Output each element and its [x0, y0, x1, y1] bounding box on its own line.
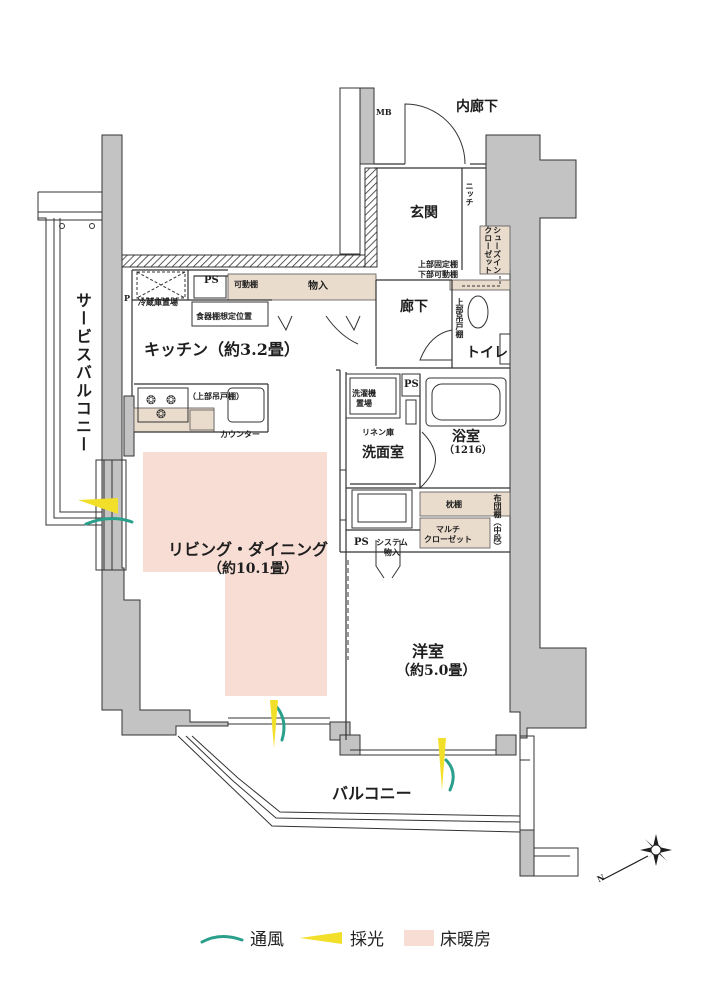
multi-closet-label: マルチ クローゼット: [424, 524, 472, 545]
svg-text:❂: ❂: [146, 393, 156, 407]
shoes-closet-fill: [479, 225, 511, 275]
washer-label: 洗濯機 置場: [352, 388, 376, 409]
ps-box-top: [193, 275, 227, 299]
wash-basin-inner: [357, 493, 407, 523]
mb-label: MB: [376, 107, 392, 117]
washer-box: [345, 373, 401, 419]
ps-mid-label: PS: [404, 379, 419, 390]
system-storage-door: [375, 540, 401, 579]
western-size-label: （約5.0畳）: [396, 663, 477, 679]
kitchen-label: キッチン（約3.2畳）: [144, 340, 300, 359]
fridge-box: [136, 271, 186, 299]
legend-label: 通風: [250, 930, 284, 950]
top-shaft-wall: [359, 87, 375, 165]
multi-closet-fill: [419, 517, 491, 549]
dish-shelf-box: [191, 301, 269, 327]
upper-cabinet-kitchen-label: （上部吊戸棚）: [188, 391, 244, 401]
svg-text:❂: ❂: [156, 407, 166, 421]
daylight-swatch-icon: [300, 931, 342, 944]
compass-rose: [601, 834, 672, 881]
bathtub-inner: [431, 383, 501, 421]
niche-label: ニッチ: [465, 182, 475, 206]
ps-mid-box: [401, 373, 421, 397]
floor-heating-area: [143, 452, 327, 696]
wash-basin: [351, 489, 413, 529]
hallway-label: 廊下: [400, 299, 428, 315]
kitchen-side-wall: [123, 395, 135, 457]
entrance-door: [404, 103, 466, 165]
shoes-closet-label: シューズイン クローゼット: [483, 226, 503, 274]
entrance-label: 玄関: [410, 205, 438, 221]
balcony-label: バルコニー: [332, 784, 412, 803]
balcony-outline: [177, 717, 579, 877]
lower-movable-shelf-label: 下部可動棚: [418, 269, 458, 279]
bottom-right-pillar: [519, 829, 535, 877]
upper-cabinet-toilet-label: 上部吊戸棚: [455, 298, 465, 338]
bottom-stub-2: [339, 734, 361, 756]
right-wall-column: [485, 134, 587, 739]
left-wall-column: [101, 134, 229, 736]
counter-label: カウンター: [220, 429, 260, 439]
shaft-outline: [339, 87, 361, 255]
western-room-label: 洋室: [412, 642, 445, 661]
ps-top-label: PS: [204, 275, 219, 286]
service-balcony-label: サービスバルコニー: [73, 292, 92, 454]
bathtub: [425, 377, 507, 427]
washroom-label: 洗面室: [362, 445, 404, 461]
gas-burners: ❂ ❂ ❂: [146, 393, 176, 421]
hatched-walls: [121, 87, 378, 268]
toilet-door: [419, 329, 453, 361]
legend-item-daylight: 採光: [298, 925, 384, 950]
legend-label: 採光: [350, 930, 384, 950]
dish-shelf-label: 食器棚想定位置: [196, 311, 252, 321]
washer-inner: [349, 377, 397, 415]
linen-label: リネン庫: [362, 427, 394, 437]
p-mark-label: P: [124, 293, 131, 303]
pillow-shelf-label: 枕棚: [446, 499, 462, 509]
kitchen-top-hatch: [121, 254, 368, 268]
futon-shelf-label: 布団棚（中段）: [493, 494, 503, 550]
storage-top-fill: [227, 273, 377, 301]
legend-label: 床暖房: [440, 930, 491, 950]
bathroom-label: 浴室: [452, 429, 480, 445]
floor-heating-swatch-icon: [404, 929, 434, 946]
system-storage-label: システム 物入: [376, 537, 408, 557]
kitchen-cabinet-fill: [189, 409, 215, 431]
entrance-left-hatch: [364, 167, 378, 268]
legend-item-floor-heating: 床暖房: [404, 925, 491, 950]
movable-shelf-label: 可動棚: [234, 279, 258, 289]
kitchen-fixtures: [136, 271, 361, 423]
service-balcony-outline: [37, 191, 127, 571]
ventilation-swatch-icon: [200, 934, 244, 943]
legend: 通風 採光 床暖房: [0, 925, 707, 950]
legend-item-ventilation: 通風: [200, 925, 284, 950]
sink-box: [227, 387, 265, 423]
bath-fixtures: [345, 274, 511, 529]
linen-box: [405, 399, 417, 425]
svg-text:❂: ❂: [166, 393, 176, 407]
toilet-bowl: [467, 295, 489, 329]
ps-bottom-label: PS: [354, 537, 369, 548]
daylight-marks: [78, 498, 446, 790]
ventilation-marks: [84, 517, 455, 792]
storage-top-label: 物入: [308, 281, 328, 292]
upper-fixed-shelf-label: 上部固定棚: [418, 259, 458, 269]
living-label: リビング・ダイニング: [168, 540, 329, 559]
toilet-cabinet-fill: [449, 279, 511, 291]
pillow-shelf-fill: [419, 491, 511, 517]
bottom-stub-3: [495, 734, 517, 756]
toilet-tank: [499, 333, 511, 365]
doors: [340, 103, 466, 660]
inner-corridor-label: 内廊下: [456, 99, 498, 115]
bath-size-label: （1216）: [444, 445, 492, 456]
fridge-label: 冷蔵庫置場: [138, 297, 178, 307]
toilet-label: トイレ: [466, 345, 508, 361]
storage-fills: [133, 225, 511, 549]
living-size-label: （約10.1畳）: [208, 561, 299, 577]
stove-box: [137, 387, 189, 423]
